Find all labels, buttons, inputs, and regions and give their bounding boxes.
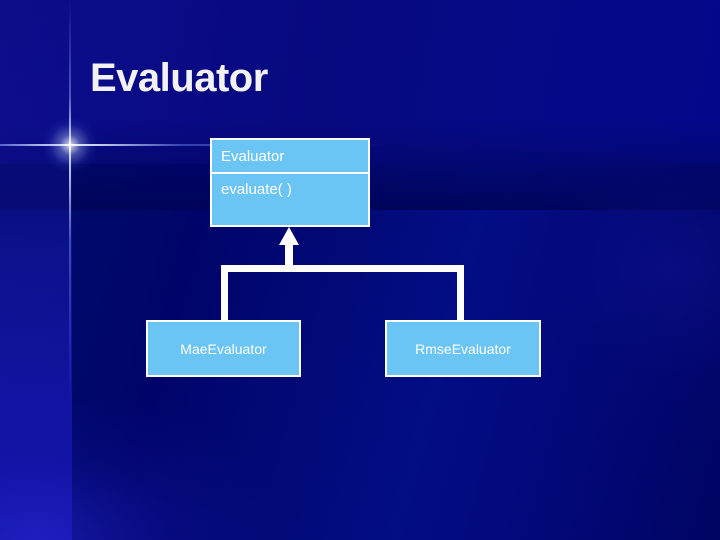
star-vertical-ray bbox=[69, 0, 71, 400]
generalization-arrowhead-icon bbox=[279, 227, 299, 245]
uml-class-rmse-evaluator[interactable]: RmseEvaluator bbox=[385, 320, 541, 377]
connector-drop-left bbox=[221, 265, 228, 321]
slide-title: Evaluator bbox=[90, 56, 268, 100]
uml-class-evaluator[interactable]: Evaluator evaluate( ) bbox=[210, 138, 370, 227]
uml-class-name: RmseEvaluator bbox=[415, 340, 511, 357]
star-horizontal-ray bbox=[0, 144, 390, 146]
uml-class-name: Evaluator bbox=[212, 140, 368, 174]
background-bottom-glow bbox=[0, 330, 720, 540]
connector-vertical-stem bbox=[285, 243, 293, 271]
uml-class-mae-evaluator[interactable]: MaeEvaluator bbox=[146, 320, 301, 377]
uml-class-name: MaeEvaluator bbox=[180, 340, 267, 357]
connector-horizontal-bar bbox=[221, 265, 464, 272]
star-core-glow bbox=[44, 119, 96, 171]
connector-drop-right bbox=[457, 265, 464, 321]
uml-class-operations: evaluate( ) bbox=[221, 181, 292, 198]
